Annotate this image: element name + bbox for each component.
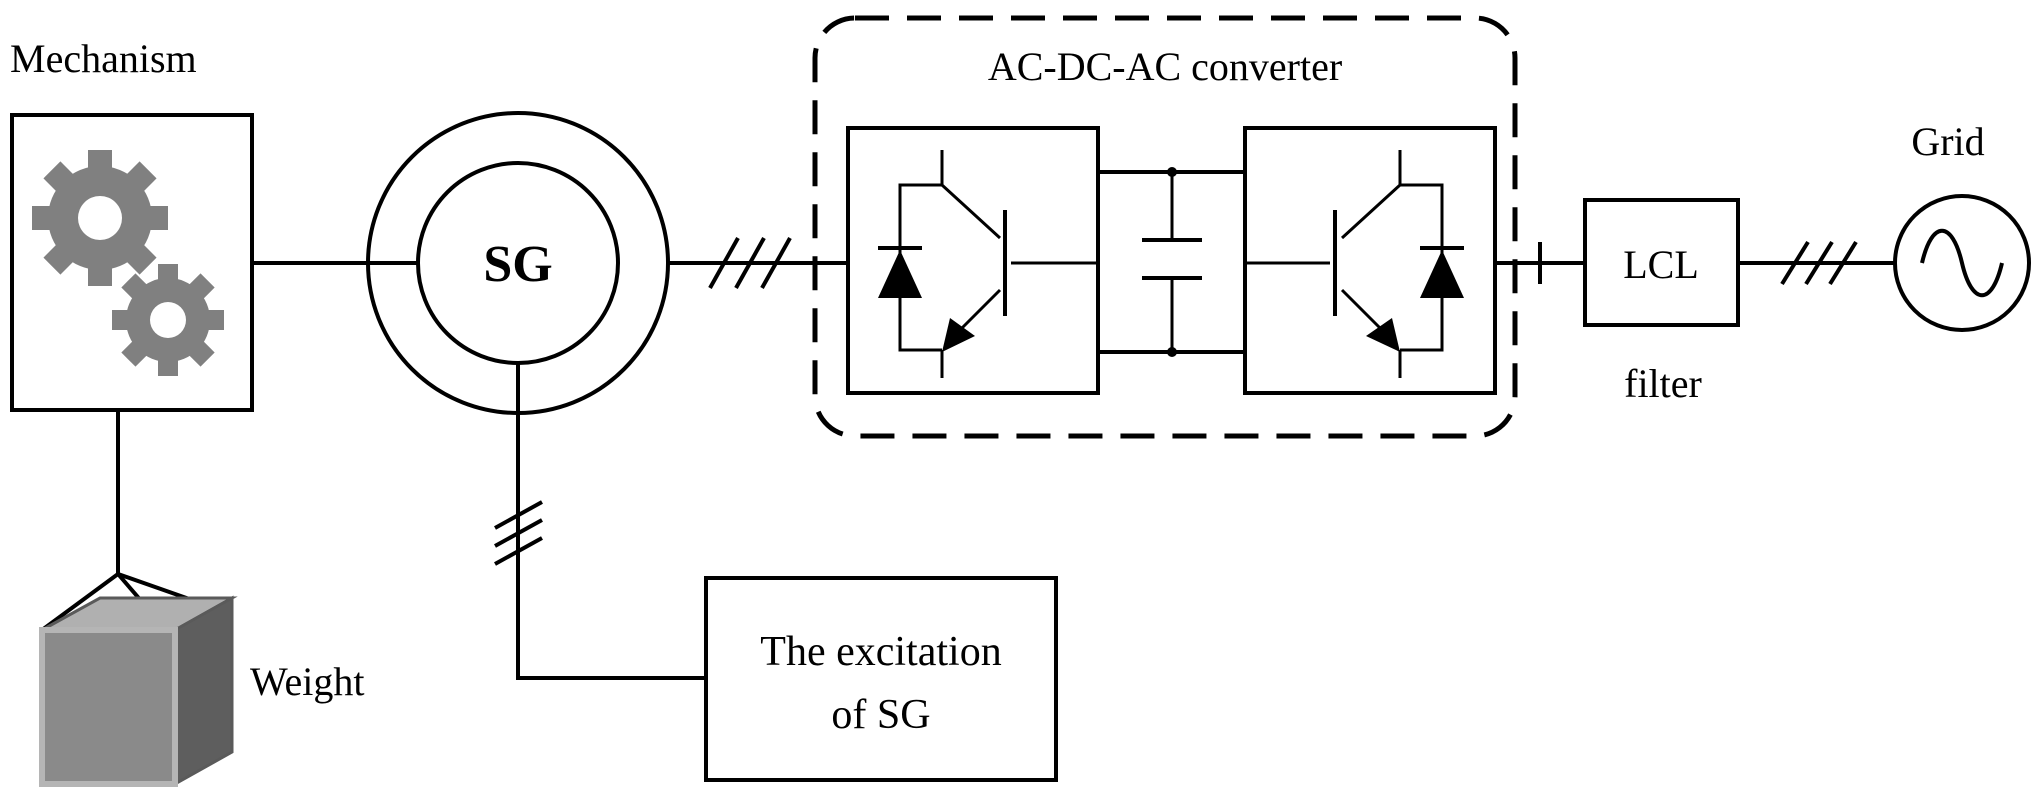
grid-label: Grid bbox=[1911, 119, 1984, 164]
excitation-box bbox=[704, 576, 1058, 782]
igbt-icon bbox=[940, 150, 1098, 378]
diode-icon bbox=[878, 183, 942, 352]
gear-icon bbox=[112, 264, 224, 376]
filter-label: filter bbox=[1624, 361, 1702, 406]
three-phase-marker-icon bbox=[494, 500, 543, 566]
three-phase-marker-icon bbox=[708, 237, 792, 289]
excitation-label-line2: of SG bbox=[831, 692, 930, 738]
three-phase-marker-icon bbox=[1780, 240, 1858, 286]
weight-label: Weight bbox=[250, 659, 365, 704]
sg-label: SG bbox=[483, 236, 552, 293]
capacitor-icon bbox=[1142, 167, 1202, 357]
inverter-box bbox=[1243, 126, 1497, 395]
weight-cube-icon bbox=[39, 595, 238, 787]
rectifier-box bbox=[846, 126, 1100, 395]
igbt-icon bbox=[1245, 150, 1402, 378]
converter-label: AC-DC-AC converter bbox=[988, 44, 1342, 89]
ac-source-icon bbox=[1893, 194, 2031, 332]
converter-boundary bbox=[812, 15, 1518, 439]
excitation-line bbox=[516, 363, 706, 680]
excitation-label-line1: The excitation bbox=[760, 629, 1001, 675]
gear-icon bbox=[32, 150, 168, 286]
lcl-label: LCL bbox=[1623, 242, 1699, 287]
mechanism-label: Mechanism bbox=[10, 36, 197, 81]
diode-icon bbox=[1400, 183, 1464, 352]
